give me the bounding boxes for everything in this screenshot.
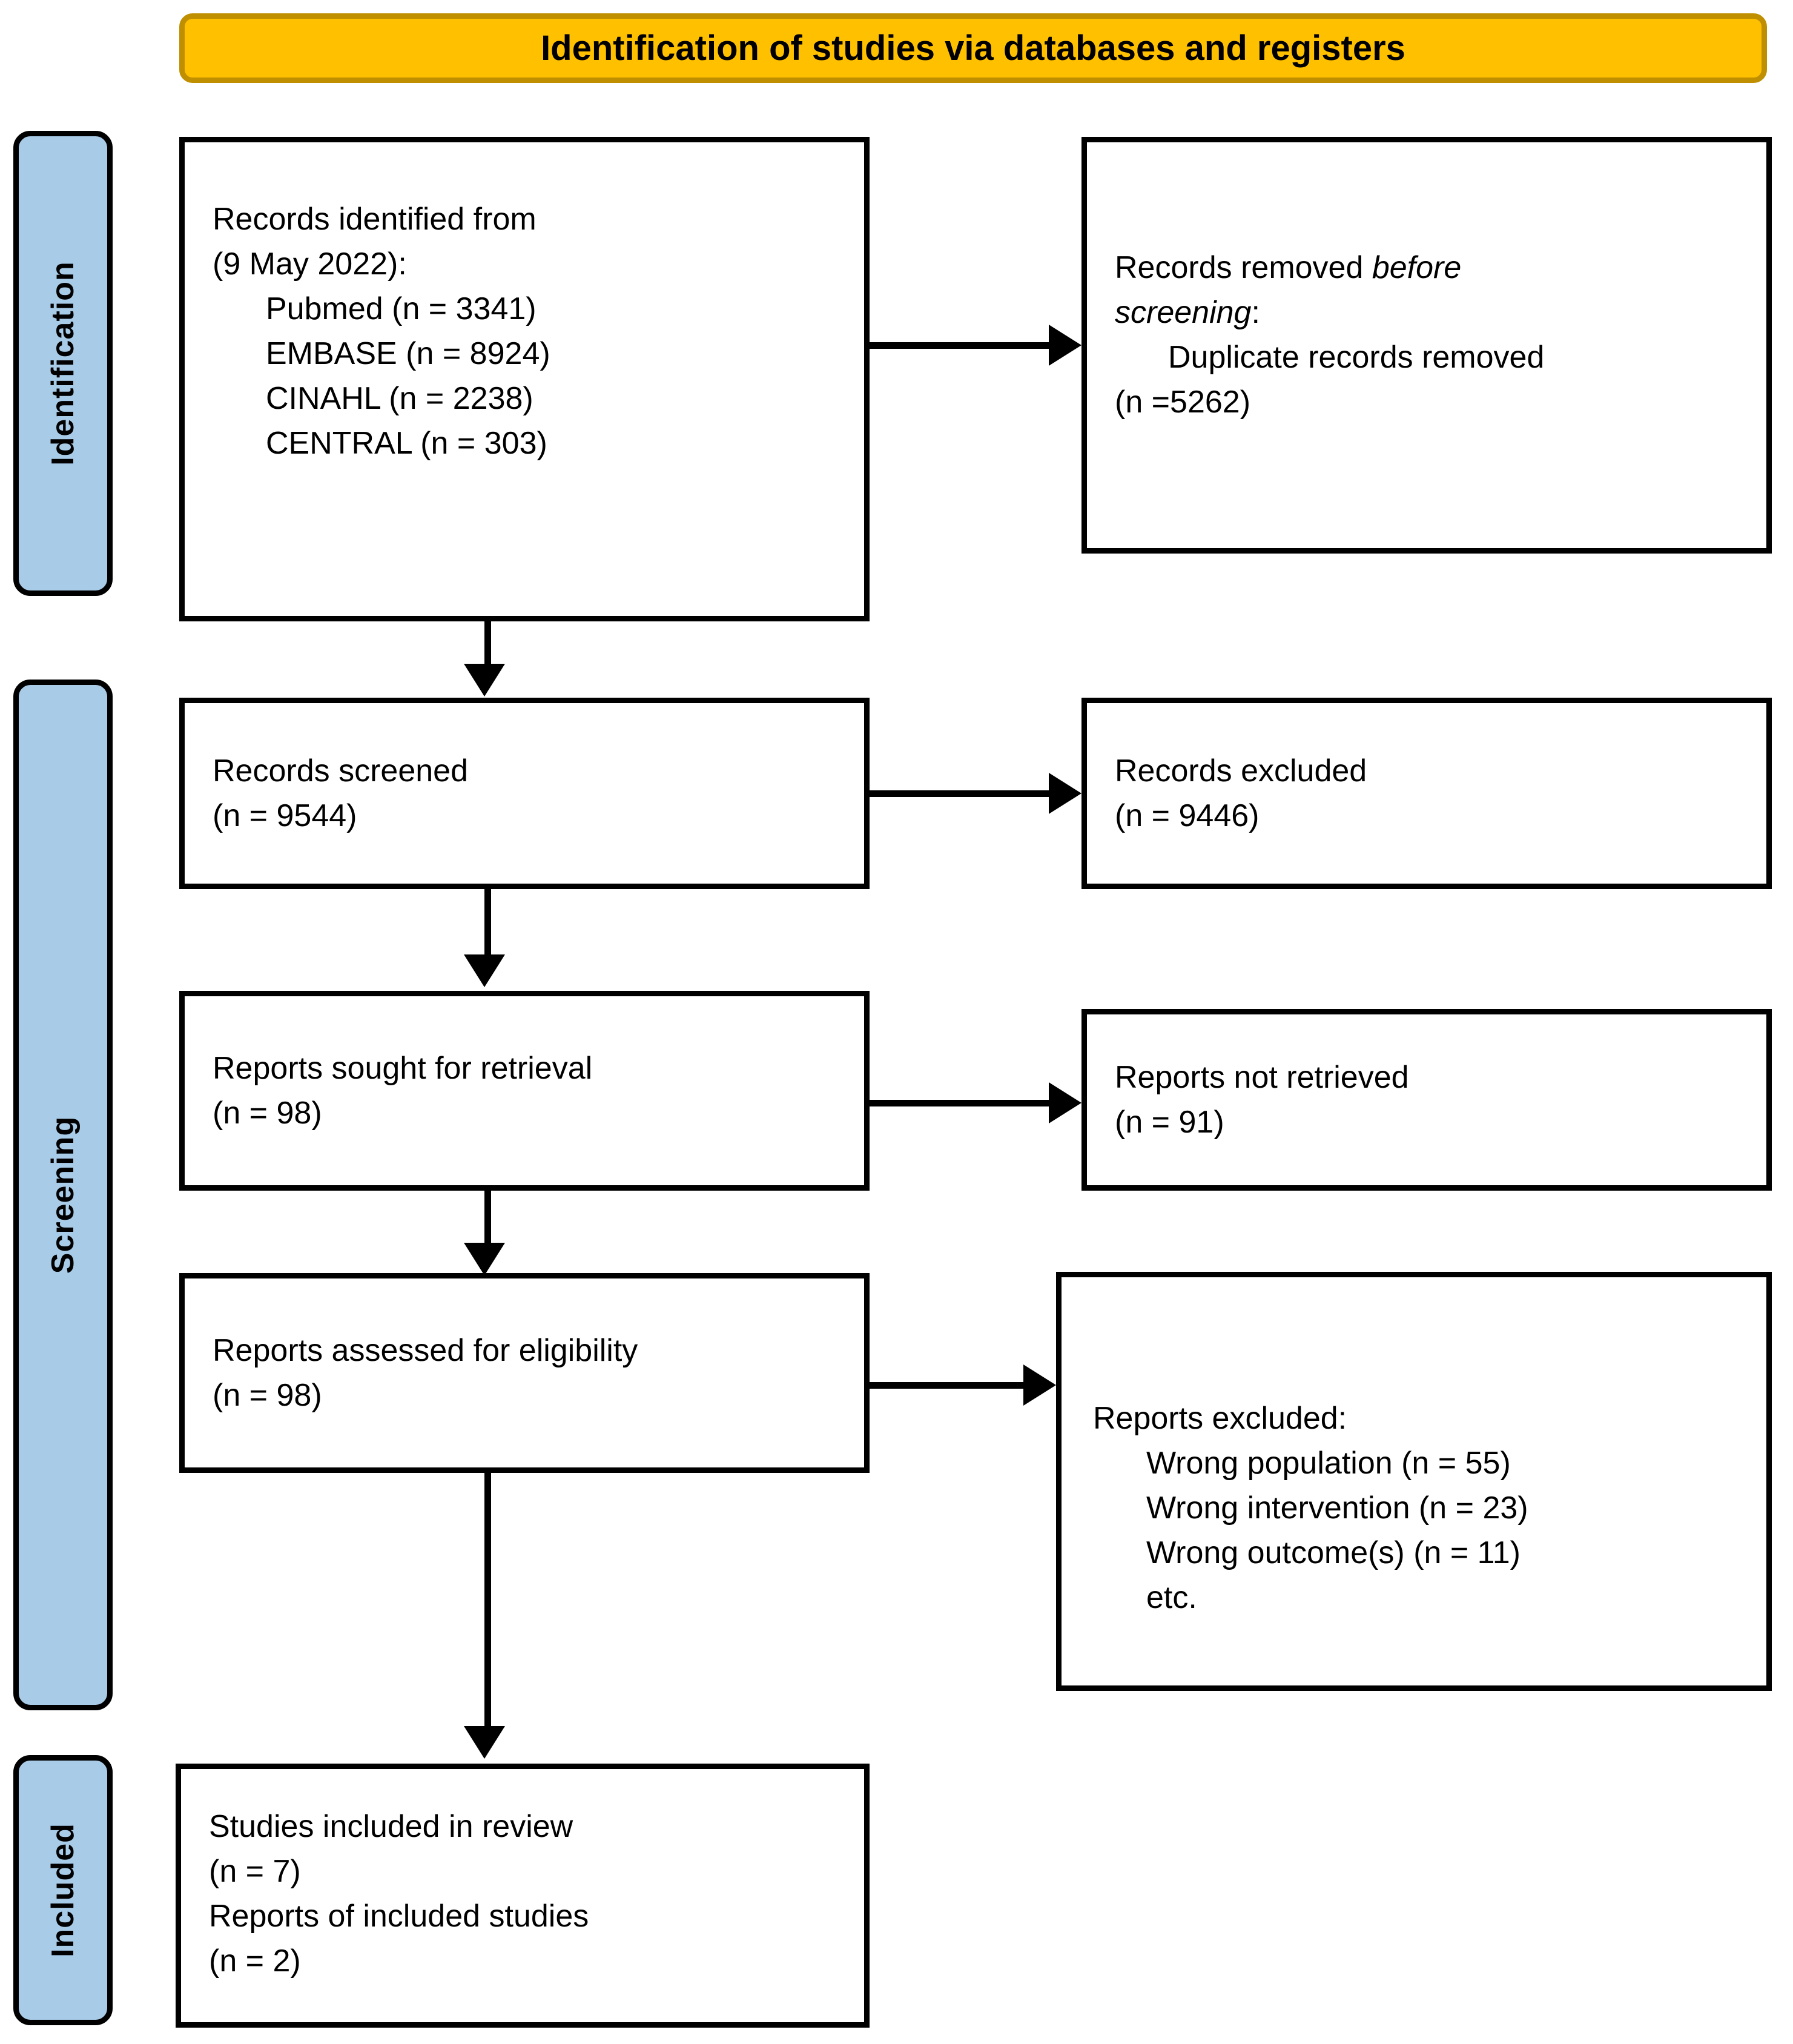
records-identified-line1: Records identified from	[213, 202, 537, 237]
node-studies-included: Studies included in review (n = 7) Repor…	[176, 1764, 870, 2028]
connector-assessed-to-included-arrowhead	[464, 1726, 505, 1759]
connector-screened-to-excluded-line	[870, 790, 1051, 797]
connector-sought-to-not-retrieved-arrowhead	[1049, 1082, 1081, 1123]
records-removed-detail-duplicates: Duplicate records removed	[1168, 340, 1545, 375]
stage-label-included: Included	[13, 1755, 113, 2025]
connector-sought-to-not-retrieved-line	[870, 1100, 1051, 1106]
connector-identified-to-removed-arrowhead	[1049, 325, 1081, 366]
connector-sought-to-assessed-arrowhead	[464, 1243, 505, 1275]
records-identified-source-embase: EMBASE (n = 8924)	[266, 336, 550, 371]
records-screened-count: (n = 9544)	[213, 798, 357, 833]
reports-sought-label: Reports sought for retrieval	[213, 1051, 593, 1086]
records-removed-line2: screening:	[1115, 290, 1753, 335]
node-records-excluded: Records excluded (n = 9446)	[1081, 698, 1772, 889]
reports-not-retrieved-count: (n = 91)	[1115, 1105, 1224, 1140]
reports-of-included-label: Reports of included studies	[209, 1899, 589, 1934]
records-removed-line1-prefix: Records removed	[1115, 250, 1372, 285]
reports-excluded-reason-population: Wrong population (n = 55)	[1146, 1446, 1511, 1481]
reports-assessed-count: (n = 98)	[213, 1378, 322, 1413]
records-excluded-label: Records excluded	[1115, 753, 1367, 789]
connector-screened-to-excluded-arrowhead	[1049, 773, 1081, 814]
stage-label-included-text: Included	[45, 1823, 81, 1957]
records-removed-line2-italic: screening	[1115, 295, 1252, 330]
node-records-removed-before-screening: Records removed before screening: Duplic…	[1081, 137, 1772, 554]
reports-excluded-reason-intervention: Wrong intervention (n = 23)	[1146, 1490, 1528, 1526]
stage-label-screening-text: Screening	[45, 1116, 81, 1274]
connector-sought-to-assessed-line	[484, 1191, 491, 1246]
records-screened-label: Records screened	[213, 753, 468, 789]
reports-not-retrieved-label: Reports not retrieved	[1115, 1060, 1409, 1095]
reports-excluded-reason-outcome: Wrong outcome(s) (n = 11)	[1146, 1535, 1521, 1570]
connector-screened-to-sought-arrowhead	[464, 954, 505, 987]
connector-screened-to-sought-line	[484, 889, 491, 957]
node-reports-excluded: Reports excluded: Wrong population (n = …	[1056, 1272, 1772, 1691]
node-reports-assessed-for-eligibility: Reports assessed for eligibility (n = 98…	[179, 1273, 870, 1473]
reports-excluded-reason-etc: etc.	[1146, 1580, 1197, 1615]
records-removed-detail-count: (n =5262)	[1115, 385, 1251, 420]
node-records-identified: Records identified from (9 May 2022): Pu…	[179, 137, 870, 621]
records-excluded-count: (n = 9446)	[1115, 798, 1260, 833]
connector-assessed-to-included-line	[484, 1473, 491, 1728]
connector-identified-to-screened-line	[484, 621, 491, 669]
reports-assessed-label: Reports assessed for eligibility	[213, 1333, 638, 1368]
stage-label-identification: Identification	[13, 131, 113, 596]
diagram-title: Identification of studies via databases …	[541, 28, 1405, 68]
connector-identified-to-screened-arrowhead	[464, 664, 505, 696]
reports-of-included-count: (n = 2)	[209, 1943, 301, 1979]
connector-assessed-to-excluded-reports-line	[870, 1382, 1026, 1389]
diagram-header-banner: Identification of studies via databases …	[179, 13, 1767, 83]
node-reports-sought-for-retrieval: Reports sought for retrieval (n = 98)	[179, 991, 870, 1191]
studies-included-count: (n = 7)	[209, 1854, 301, 1889]
node-records-screened: Records screened (n = 9544)	[179, 698, 870, 889]
records-identified-source-central: CENTRAL (n = 303)	[266, 426, 547, 461]
stage-label-identification-text: Identification	[45, 261, 81, 466]
reports-excluded-label: Reports excluded:	[1093, 1401, 1347, 1436]
stage-label-screening: Screening	[13, 680, 113, 1710]
reports-sought-count: (n = 98)	[213, 1096, 322, 1131]
records-identified-source-pubmed: Pubmed (n = 3341)	[266, 291, 537, 326]
records-removed-line2-suffix: :	[1251, 295, 1260, 330]
node-reports-not-retrieved: Reports not retrieved (n = 91)	[1081, 1009, 1772, 1191]
records-removed-line1: Records removed before	[1115, 245, 1753, 290]
connector-assessed-to-excluded-reports-arrowhead	[1023, 1364, 1056, 1406]
records-identified-source-cinahl: CINAHL (n = 2238)	[266, 381, 533, 416]
connector-identified-to-removed-line	[870, 342, 1051, 349]
studies-included-label: Studies included in review	[209, 1809, 573, 1844]
records-identified-line2: (9 May 2022):	[213, 246, 407, 282]
records-removed-line1-italic: before	[1372, 250, 1462, 285]
